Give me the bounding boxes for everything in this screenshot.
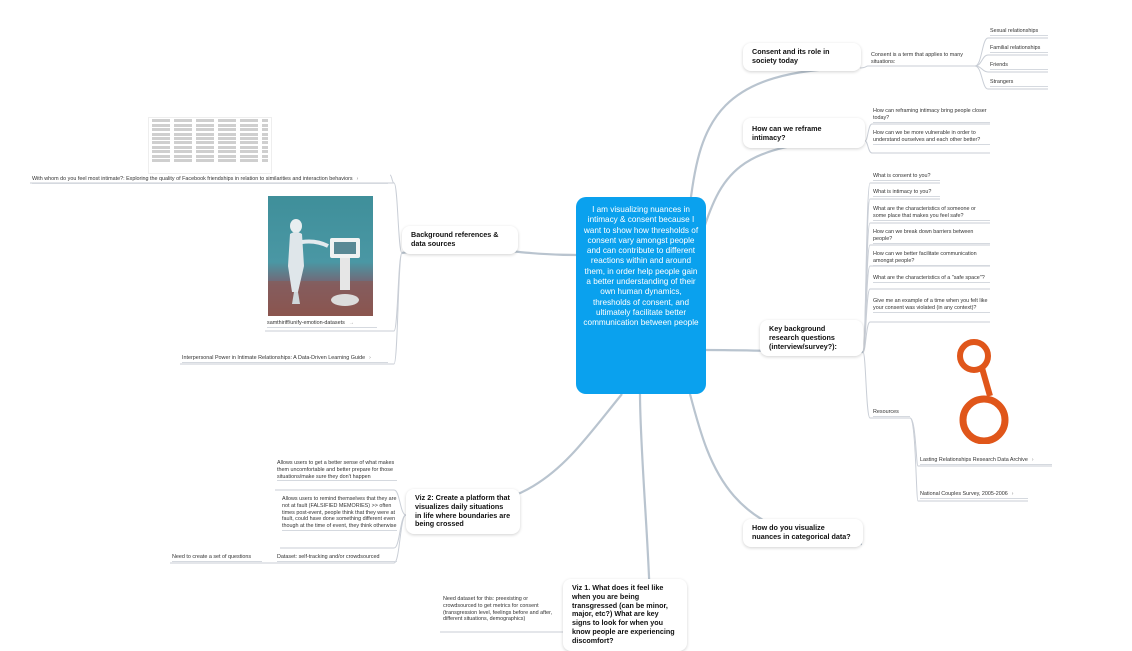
- resource-link-label: National Couples Survey, 2005-2006: [920, 491, 1008, 497]
- resource-link-label: Lasting Relationships Research Data Arch…: [920, 457, 1028, 463]
- background-link-label: samthiriff/unify-emotion-datasets: [267, 320, 345, 326]
- arrow-right-icon: →: [348, 320, 354, 326]
- central-topic[interactable]: I am visualizing nuances in intimacy & c…: [576, 197, 706, 394]
- viz2-dataset[interactable]: Dataset: self-tracking and/or crowdsourc…: [277, 554, 397, 562]
- question-item[interactable]: How can we break down barriers between p…: [873, 229, 990, 244]
- spreadsheet-thumbnail: [148, 117, 272, 174]
- question-item[interactable]: Give me an example of a time when you fe…: [873, 298, 990, 313]
- topic-reframe-title: How can we reframe intimacy?: [752, 124, 822, 142]
- consent-item[interactable]: Familial relationships: [990, 45, 1048, 53]
- chevron-right-icon: ›: [369, 355, 371, 361]
- reframe-item[interactable]: How can we be more vulnerable in order t…: [873, 130, 990, 145]
- central-topic-text: I am visualizing nuances in intimacy & c…: [583, 205, 699, 328]
- topic-consent-title: Consent and its role in society today: [752, 47, 830, 65]
- chevron-right-icon: ›: [1011, 491, 1014, 497]
- topic-consent[interactable]: Consent and its role in society today: [743, 43, 861, 71]
- viz2-item[interactable]: Allows users to remind themselves that t…: [282, 496, 397, 531]
- consent-note: Consent is a term that applies to many s…: [871, 52, 963, 65]
- chevron-right-icon: ›: [1031, 457, 1034, 463]
- resource-link[interactable]: National Couples Survey, 2005-2006›: [920, 491, 1028, 499]
- painting-image: [268, 196, 373, 316]
- topic-viz1[interactable]: Viz 1. What does it feel like when you a…: [563, 579, 687, 651]
- question-item[interactable]: What is consent to you?: [873, 173, 940, 181]
- resource-link[interactable]: Lasting Relationships Research Data Arch…: [920, 457, 1052, 465]
- question-item[interactable]: What are the characteristics of someone …: [873, 206, 990, 221]
- chevron-right-icon: ›: [356, 176, 359, 182]
- topic-research-questions[interactable]: Key background research questions (inter…: [760, 320, 863, 357]
- topic-background-title: Background references & data sources: [411, 230, 499, 248]
- question-item[interactable]: What is intimacy to you?: [873, 189, 940, 197]
- resources-label[interactable]: Resources: [873, 409, 910, 417]
- background-link[interactable]: With whom do you feel most intimate?: Ex…: [32, 176, 388, 184]
- question-item[interactable]: How can we better facilitate communicati…: [873, 251, 990, 266]
- question-item[interactable]: What are the characteristics of a "safe …: [873, 275, 990, 283]
- resource-logo-icon: [957, 339, 1009, 444]
- topic-viz2-title: Viz 2: Create a platform that visualizes…: [415, 493, 511, 529]
- consent-item[interactable]: Sexual relationships: [990, 28, 1048, 36]
- consent-item[interactable]: Friends: [990, 62, 1048, 70]
- viz2-item[interactable]: Allows users to get a better sense of wh…: [277, 460, 397, 482]
- topic-nuances[interactable]: How do you visualize nuances in categori…: [743, 519, 863, 547]
- topic-viz2[interactable]: Viz 2: Create a platform that visualizes…: [406, 489, 520, 535]
- viz1-note[interactable]: Need dataset for this: preexisting or cr…: [443, 596, 553, 623]
- topic-nuances-title: How do you visualize nuances in categori…: [752, 523, 851, 541]
- background-link-label: With whom do you feel most intimate?: Ex…: [32, 176, 353, 182]
- reframe-item[interactable]: How can reframing intimacy bring people …: [873, 108, 990, 123]
- topic-background[interactable]: Background references & data sources: [402, 226, 518, 254]
- consent-item[interactable]: Strangers: [990, 79, 1048, 87]
- viz2-dataset-note[interactable]: Need to create a set of questions: [172, 554, 262, 562]
- topic-research-questions-title: Key background research questions (inter…: [769, 324, 837, 351]
- background-link[interactable]: samthiriff/unify-emotion-datasets→: [267, 320, 377, 328]
- background-link-label: Interpersonal Power in Intimate Relation…: [182, 355, 366, 361]
- topic-reframe[interactable]: How can we reframe intimacy?: [743, 118, 865, 148]
- background-link[interactable]: Interpersonal Power in Intimate Relation…: [182, 355, 388, 363]
- topic-viz1-title: Viz 1. What does it feel like when you a…: [572, 583, 675, 645]
